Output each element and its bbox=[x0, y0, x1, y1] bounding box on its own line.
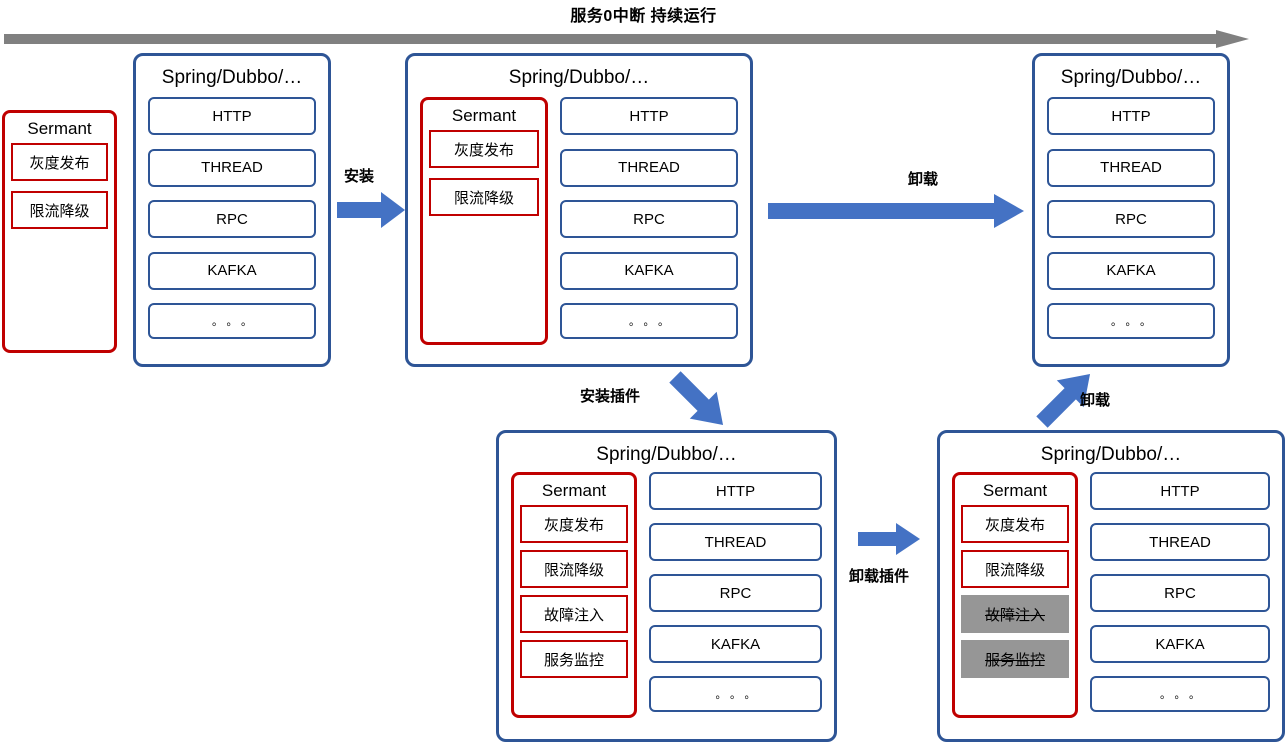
module-thread[interactable]: THREAD bbox=[148, 148, 316, 187]
module-thread[interactable]: THREAD bbox=[1047, 148, 1215, 187]
plugin-rate-limit[interactable]: 限流降级 bbox=[11, 191, 108, 229]
page-title: 服务0中断 持续运行 bbox=[570, 8, 717, 25]
panel-app-with-sermant: Spring/Dubbo/… Sermant 灰度发布 限流降级 HTTP TH… bbox=[405, 53, 753, 367]
plugin-rate-limit[interactable]: 限流降级 bbox=[429, 178, 539, 216]
plugin-gray-release[interactable]: 灰度发布 bbox=[961, 505, 1069, 543]
module-http[interactable]: HTTP bbox=[1047, 97, 1215, 135]
module-kafka[interactable]: KAFKA bbox=[649, 625, 822, 663]
module-more[interactable]: 。。。 bbox=[148, 303, 316, 339]
module-list: HTTP THREAD RPC KAFKA 。。。 bbox=[649, 472, 822, 712]
arrow-uninstall-top-label: 卸载 bbox=[908, 171, 939, 188]
sermant-title: Sermant bbox=[982, 481, 1048, 500]
module-http[interactable]: HTTP bbox=[148, 97, 316, 135]
panel-title: Spring/Dubbo/… bbox=[596, 444, 737, 465]
module-kafka[interactable]: KAFKA bbox=[560, 251, 738, 290]
module-rpc[interactable]: RPC bbox=[148, 200, 316, 238]
arrow-install-plugin-icon bbox=[663, 371, 735, 431]
plugin-rate-limit[interactable]: 限流降级 bbox=[520, 550, 628, 588]
module-list: HTTP THREAD RPC KAFKA 。。。 bbox=[148, 97, 316, 339]
sermant-title: Sermant bbox=[451, 106, 517, 125]
arrow-uninstall-plugin-icon bbox=[858, 523, 920, 555]
panel-app-before-install: Spring/Dubbo/… HTTP THREAD RPC KAFKA 。。。 bbox=[133, 53, 331, 367]
panel-app-after-uninstall: Spring/Dubbo/… HTTP THREAD RPC KAFKA 。。。 bbox=[1032, 53, 1230, 367]
arrow-uninstall-plugin-label: 卸载插件 bbox=[849, 568, 910, 585]
plugin-gray-release[interactable]: 灰度发布 bbox=[429, 130, 539, 168]
module-list: HTTP THREAD RPC KAFKA 。。。 bbox=[560, 97, 738, 339]
arrow-install-plugin-label: 安装插件 bbox=[580, 388, 641, 405]
arrow-install-icon bbox=[337, 192, 405, 228]
arrow-install-label: 安装 bbox=[344, 168, 375, 185]
plugin-service-monitor[interactable]: 服务监控 bbox=[520, 640, 628, 678]
sermant-container: Sermant 灰度发布 限流降级 故障注入 服务监控 bbox=[511, 472, 637, 718]
module-kafka[interactable]: KAFKA bbox=[148, 251, 316, 290]
plugin-fault-injection: 故障注入 bbox=[961, 595, 1069, 633]
module-thread[interactable]: THREAD bbox=[560, 148, 738, 187]
module-rpc[interactable]: RPC bbox=[1047, 200, 1215, 238]
module-rpc[interactable]: RPC bbox=[1090, 574, 1270, 612]
sermant-title: Sermant bbox=[541, 481, 607, 500]
module-http[interactable]: HTTP bbox=[560, 97, 738, 135]
continuous-operation-arrow bbox=[4, 30, 1249, 48]
panel-app-plugins-uninstalled: Spring/Dubbo/… Sermant 灰度发布 限流降级 故障注入 服务… bbox=[937, 430, 1285, 742]
module-rpc[interactable]: RPC bbox=[560, 200, 738, 238]
arrow-uninstall-top-icon bbox=[768, 194, 1024, 228]
panel-standalone-sermant: Sermant 灰度发布 限流降级 bbox=[2, 110, 117, 353]
module-rpc[interactable]: RPC bbox=[649, 574, 822, 612]
module-kafka[interactable]: KAFKA bbox=[1047, 251, 1215, 290]
module-kafka[interactable]: KAFKA bbox=[1090, 625, 1270, 663]
plugin-fault-injection[interactable]: 故障注入 bbox=[520, 595, 628, 633]
panel-title: Spring/Dubbo/… bbox=[1040, 444, 1182, 465]
arrow-uninstall-bottom-label: 卸载 bbox=[1080, 392, 1111, 409]
module-thread[interactable]: THREAD bbox=[1090, 523, 1270, 561]
sermant-container: Sermant 灰度发布 限流降级 故障注入 服务监控 bbox=[952, 472, 1078, 718]
module-http[interactable]: HTTP bbox=[1090, 472, 1270, 510]
module-thread[interactable]: THREAD bbox=[649, 523, 822, 561]
plugin-gray-release[interactable]: 灰度发布 bbox=[11, 143, 108, 181]
module-more[interactable]: 。。。 bbox=[649, 676, 822, 712]
panel-app-plugins-installed: Spring/Dubbo/… Sermant 灰度发布 限流降级 故障注入 服务… bbox=[496, 430, 837, 742]
module-list: HTTP THREAD RPC KAFKA 。。。 bbox=[1047, 97, 1215, 339]
plugin-service-monitor: 服务监控 bbox=[961, 640, 1069, 678]
arrow-uninstall-bottom-icon bbox=[1030, 368, 1102, 428]
panel-title: Spring/Dubbo/… bbox=[161, 67, 303, 88]
module-more[interactable]: 。。。 bbox=[560, 303, 738, 339]
sermant-container: Sermant 灰度发布 限流降级 bbox=[420, 97, 548, 345]
panel-title: Spring/Dubbo/… bbox=[508, 67, 650, 88]
module-list: HTTP THREAD RPC KAFKA 。。。 bbox=[1090, 472, 1270, 712]
module-more[interactable]: 。。。 bbox=[1047, 303, 1215, 339]
plugin-rate-limit[interactable]: 限流降级 bbox=[961, 550, 1069, 588]
panel-title: Spring/Dubbo/… bbox=[1060, 67, 1202, 88]
module-more[interactable]: 。。。 bbox=[1090, 676, 1270, 712]
sermant-title: Sermant bbox=[27, 119, 92, 138]
plugin-gray-release[interactable]: 灰度发布 bbox=[520, 505, 628, 543]
module-http[interactable]: HTTP bbox=[649, 472, 822, 510]
